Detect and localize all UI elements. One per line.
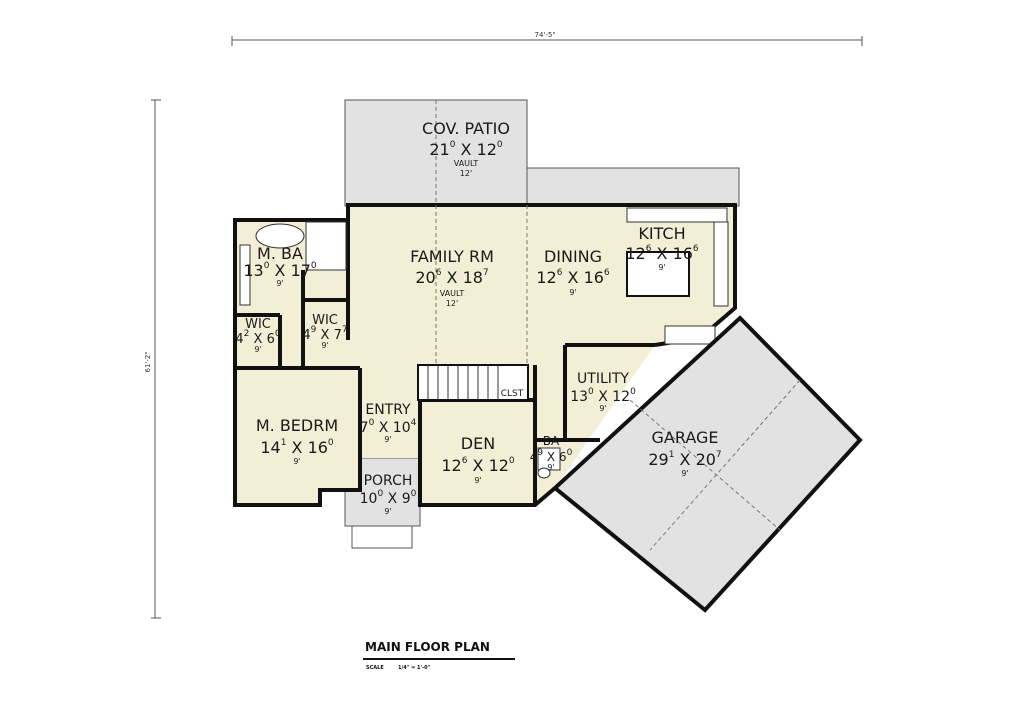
svg-text:ENTRY: ENTRY — [365, 402, 411, 418]
kitchen-counter — [626, 207, 728, 223]
svg-text:126 X 166: 126 X 166 — [536, 268, 610, 287]
plan-title: MAIN FLOOR PLAN — [365, 640, 490, 654]
svg-text:9': 9' — [384, 507, 391, 516]
staircase — [417, 364, 529, 401]
patio-extension — [526, 167, 740, 207]
kitchen-pantry-counter — [664, 325, 716, 345]
svg-text:PORCH: PORCH — [364, 473, 413, 489]
svg-text:WIC: WIC — [245, 317, 271, 332]
kitchen-island — [626, 251, 690, 297]
scale-value: 1/4" = 1'-0" — [398, 665, 431, 671]
room-label-garage: GARAGE 291 X 207 9' — [648, 428, 721, 478]
bathtub — [255, 223, 305, 249]
svg-text:126 X 120: 126 X 120 — [441, 456, 515, 475]
svg-text:9': 9' — [321, 341, 328, 350]
svg-text:GARAGE: GARAGE — [652, 428, 719, 447]
svg-text:100 X 90: 100 X 90 — [360, 489, 417, 507]
svg-text:UTILITY: UTILITY — [577, 371, 629, 387]
svg-text:VAULT: VAULT — [440, 289, 465, 298]
garage-area — [551, 315, 863, 613]
room-label-den: DEN 126 X 120 9' — [441, 434, 515, 485]
svg-text:141 X 160: 141 X 160 — [260, 438, 334, 457]
svg-text:9': 9' — [599, 404, 606, 413]
svg-text:9': 9' — [384, 435, 391, 444]
svg-text:9': 9' — [681, 469, 688, 478]
svg-text:M. BA: M. BA — [257, 244, 303, 263]
svg-text:9': 9' — [569, 288, 576, 297]
svg-text:206 X 187: 206 X 187 — [415, 268, 488, 287]
room-label-bath: BA 49 X 60 9' — [530, 434, 573, 472]
svg-text:70 X 104: 70 X 104 — [360, 418, 417, 436]
svg-text:130 X 170: 130 X 170 — [243, 261, 317, 280]
room-label-wic-2: WIC 49 X 77 9' — [302, 313, 347, 350]
room-label-wic-1: WIC 42 X 60 9' — [235, 317, 280, 354]
overall-depth-dimension: 61'-2" — [144, 99, 161, 619]
svg-text:M. BEDRM: M. BEDRM — [256, 416, 338, 435]
svg-text:42 X 60: 42 X 60 — [235, 329, 280, 347]
svg-text:291 X 207: 291 X 207 — [648, 450, 721, 469]
svg-text:9': 9' — [293, 457, 300, 466]
svg-text:9': 9' — [547, 463, 554, 472]
room-label-family: FAMILY RM 206 X 187 VAULT 12' — [410, 247, 494, 308]
overall-width-dimension: 74'-5" — [231, 31, 863, 46]
svg-text:FAMILY RM: FAMILY RM — [410, 247, 494, 266]
toilet — [537, 467, 551, 479]
room-label-kitchen: KITCH 126 X 166 9' — [625, 224, 699, 272]
room-label-utility: UTILITY 130 X 120 9' — [570, 371, 636, 413]
svg-text:KITCH: KITCH — [638, 224, 685, 243]
closet-label: CLST — [501, 389, 524, 399]
room-label-master-bath: M. BA 130 X 170 9' — [243, 244, 317, 288]
svg-text:210 X 120: 210 X 120 — [429, 140, 503, 159]
room-name: COV. PATIO — [422, 119, 510, 138]
svg-text:WIC: WIC — [312, 313, 338, 328]
room-label-porch: PORCH 100 X 90 9' — [360, 473, 417, 516]
svg-text:9': 9' — [276, 279, 283, 288]
overall-width-label: 74'-5" — [534, 31, 555, 39]
svg-text:BA: BA — [543, 434, 560, 448]
svg-text:12': 12' — [446, 299, 458, 308]
scale-label: SCALE — [366, 665, 384, 671]
svg-text:DEN: DEN — [461, 434, 495, 453]
overall-depth-label: 61'-2" — [144, 351, 152, 372]
title-block: MAIN FLOOR PLAN SCALE 1/4" = 1'-0" — [363, 640, 515, 671]
svg-text:12': 12' — [460, 169, 472, 178]
svg-text:VAULT: VAULT — [454, 159, 479, 168]
kitchen-counter-side — [713, 221, 729, 307]
svg-text:126 X 166: 126 X 166 — [625, 244, 699, 263]
svg-text:DINING: DINING — [544, 247, 602, 266]
porch-step — [351, 525, 413, 549]
svg-text:9': 9' — [474, 476, 481, 485]
svg-text:130 X 120: 130 X 120 — [570, 387, 636, 405]
vanity — [239, 244, 251, 306]
svg-text:9': 9' — [658, 263, 665, 272]
room-label-master-bedroom: M. BEDRM 141 X 160 9' — [256, 416, 338, 466]
shower — [305, 221, 347, 271]
svg-text:49 X 77: 49 X 77 — [302, 325, 347, 343]
svg-text:49 X 60: 49 X 60 — [530, 448, 573, 464]
svg-text:9': 9' — [254, 345, 261, 354]
room-label-entry: ENTRY 70 X 104 9' — [360, 402, 417, 444]
room-label-patio: COV. PATIO 210 X 120 VAULT 12' — [422, 119, 510, 178]
room-label-dining: DINING 126 X 166 9' — [536, 247, 610, 297]
